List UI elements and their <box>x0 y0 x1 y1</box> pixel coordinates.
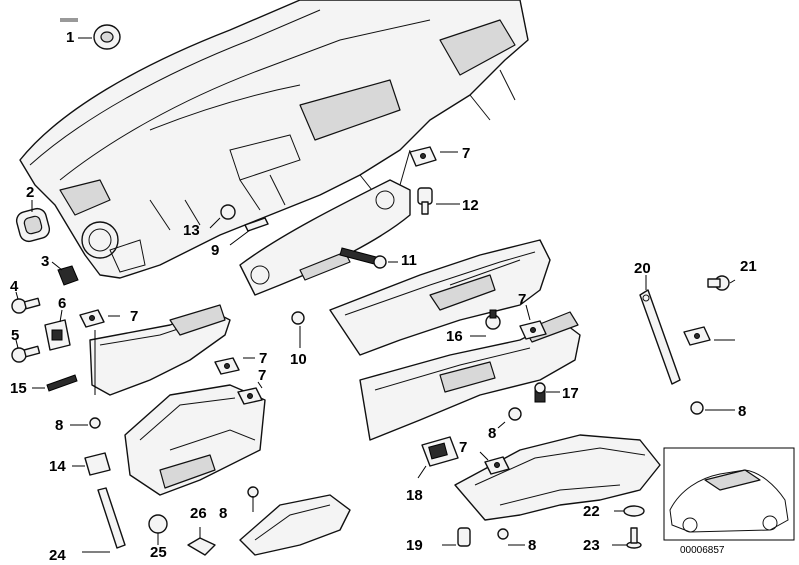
label-21: 21 <box>740 258 757 275</box>
label-7f: 7 <box>459 439 467 456</box>
label-24: 24 <box>49 547 66 564</box>
label-4: 4 <box>10 278 19 295</box>
cluster-bezel <box>239 179 411 296</box>
part-22-washer <box>614 505 645 517</box>
callout-labels: 1 2 3 4 6 7 5 15 8 14 24 25 26 8 7 7 13 … <box>10 29 757 564</box>
lower-left-cover <box>239 494 351 556</box>
label-18: 18 <box>406 487 423 504</box>
part-7-nut-e <box>519 304 547 340</box>
label-5: 5 <box>11 327 19 344</box>
label-19: 19 <box>406 537 423 554</box>
label-8a: 8 <box>55 417 63 434</box>
label-14: 14 <box>49 458 66 475</box>
label-8c: 8 <box>488 425 496 442</box>
label-11: 11 <box>401 252 417 269</box>
diagram-reference-number: 00006857 <box>680 545 725 556</box>
part-25-plug <box>148 514 168 545</box>
part-7-nut-d <box>409 146 458 167</box>
part-8-screw-b <box>247 486 259 512</box>
part-7-nut-g <box>683 326 735 346</box>
label-23: 23 <box>583 537 600 554</box>
label-7e: 7 <box>518 291 526 308</box>
part-19-clip <box>442 527 471 547</box>
part-6-bracket <box>44 309 71 351</box>
label-8e: 8 <box>738 403 746 420</box>
part-9-pin <box>229 217 269 246</box>
part-15-screw <box>32 374 78 392</box>
part-18-switch <box>417 436 459 479</box>
label-2: 2 <box>26 184 34 201</box>
label-6: 6 <box>58 295 66 312</box>
label-20: 20 <box>634 260 651 277</box>
part-5-screw <box>11 339 41 363</box>
part-16-screw <box>470 309 501 337</box>
part-21-bolt <box>707 275 736 291</box>
label-25: 25 <box>150 544 167 561</box>
part-8-screw-a <box>70 417 101 429</box>
part-23-bolt <box>612 527 642 549</box>
label-8b: 8 <box>219 505 227 522</box>
label-15: 15 <box>10 380 27 397</box>
part-11-screw <box>339 247 398 269</box>
label-7a: 7 <box>130 308 138 325</box>
label-1: 1 <box>66 29 74 46</box>
lower-tray <box>124 384 266 496</box>
right-lower-tray <box>454 434 661 521</box>
label-8d: 8 <box>528 537 536 554</box>
label-7d: 7 <box>462 145 470 162</box>
part-2-cover <box>15 200 51 243</box>
part-8-screw-c <box>497 407 522 429</box>
left-trim-panel <box>89 304 231 396</box>
part-12-stud <box>417 187 460 215</box>
label-10: 10 <box>290 351 307 368</box>
part-4-screw <box>11 291 41 314</box>
label-22: 22 <box>583 503 600 520</box>
part-14-clip <box>72 452 111 476</box>
part-24-strap <box>82 487 126 553</box>
part-13-bolt <box>209 204 236 229</box>
label-13: 13 <box>183 222 200 239</box>
part-3-clip <box>51 261 79 286</box>
part-8-screw-e <box>690 401 735 415</box>
vehicle-inset <box>663 447 795 541</box>
part-7-nut-f <box>479 451 510 475</box>
part-20-bracket <box>639 275 681 385</box>
label-16: 16 <box>446 328 463 345</box>
part-7-nut-b <box>214 357 255 375</box>
dashboard-panel <box>19 0 529 279</box>
label-7b: 7 <box>259 350 267 367</box>
center-console <box>329 239 551 356</box>
part-26-hook <box>187 527 216 556</box>
label-26: 26 <box>190 505 207 522</box>
label-17: 17 <box>562 385 579 402</box>
label-9: 9 <box>211 242 219 259</box>
part-17-screw <box>534 382 560 403</box>
part-1-grommet <box>60 18 121 50</box>
part-7-nut-a <box>79 309 120 328</box>
part-8-screw-d <box>497 528 525 546</box>
part-7-nut-c <box>237 381 263 405</box>
label-7c: 7 <box>258 367 266 384</box>
part-10-screw <box>291 311 305 348</box>
label-3: 3 <box>41 253 49 270</box>
label-12: 12 <box>462 197 479 214</box>
